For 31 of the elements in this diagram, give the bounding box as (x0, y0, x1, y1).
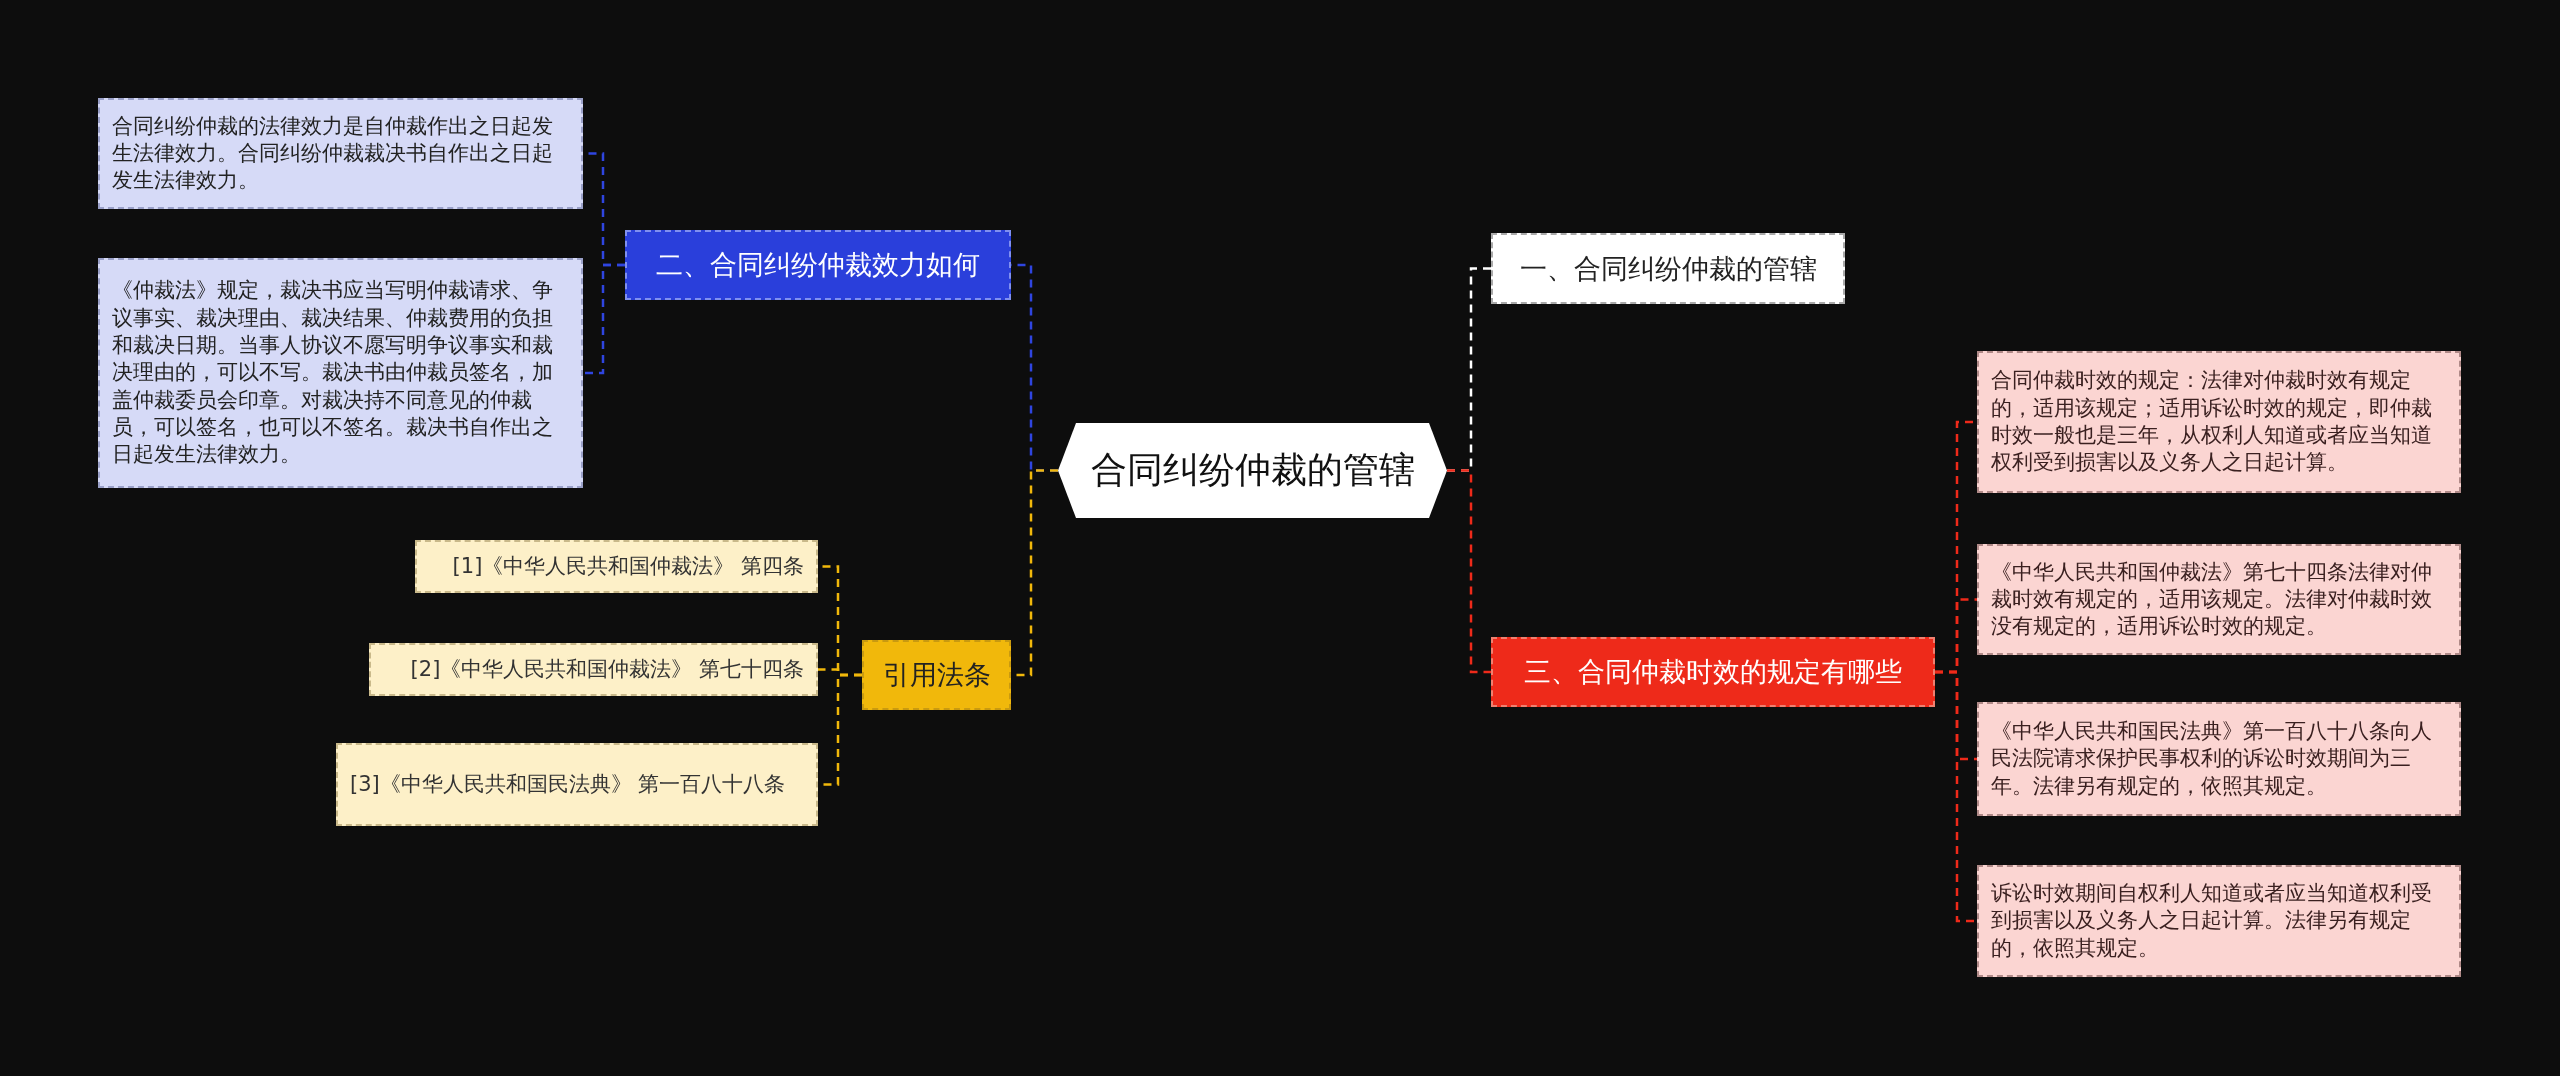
node-text: 合同纠纷仲裁的法律效力是自仲裁作出之日起发生法律效力。合同纠纷仲裁裁决书自作出之日起发生法律效力。 (112, 112, 554, 195)
reference-card (336, 743, 818, 826)
node-text: 引用法条 (882, 658, 991, 693)
note-card (1977, 865, 2461, 977)
branch-topic (625, 230, 1011, 300)
node-text: 二、合同纠纷仲裁效力如何 (656, 248, 980, 283)
note-card (1977, 702, 2461, 816)
connector (583, 263, 625, 375)
node-text: [2]《中华人民共和国仲裁法》 第七十四条 (410, 655, 804, 683)
node-text: [1]《中华人民共和国仲裁法》 第四条 (452, 552, 804, 580)
node-text: 《中华人民共和国仲裁法》第七十四条法律对仲裁时效有规定的，适用该规定。法律对仲裁时效没有规定的，适用诉讼时效的规定。 (1991, 558, 2433, 641)
branch-topic (1491, 233, 1845, 304)
node-text: 《仲裁法》规定，裁决书应当写明仲裁请求、争议事实、裁决理由、裁决结果、仲裁费用的负担和裁决日期。当事人协议不愿写明争议事实和裁决理由的，可以不写。裁决书由仲裁员签名，加盖仲裁委员会印章。对裁决持不同意见的仲裁员，可以签名，也可以不签名。裁决书自作出之日起发生法律效力。 (112, 277, 554, 469)
central-topic (1058, 423, 1447, 518)
node-text: 三、合同仲裁时效的规定有哪些 (1524, 655, 1902, 690)
node-text: 《中华人民共和国民法典》第一百八十八条向人民法院请求保护民事权利的诉讼时效期间为三年。法律另有规定的，依照其规定。 (1991, 718, 2433, 800)
connector (1935, 670, 1977, 923)
branch-topic (862, 640, 1011, 710)
node-text: 合同仲裁时效的规定：法律对仲裁时效有规定的，适用该规定；适用诉讼时效的规定，即仲裁时效一般也是三年，从权利人知道或者应当知道权利受到损害以及义务人之日起计算。 (1991, 367, 2433, 477)
connector (1447, 469, 1491, 674)
note-card (98, 258, 583, 488)
note-card (1977, 544, 2461, 655)
node-text: 一、合同纠纷仲裁的管辖 (1519, 251, 1817, 286)
branch-topic (1491, 637, 1935, 707)
note-card (1977, 351, 2461, 493)
node-text: [3]《中华人民共和国民法典》 第一百八十八条 (350, 770, 786, 798)
reference-card (369, 643, 818, 696)
reference-card (415, 540, 818, 593)
node-text: 诉讼时效期间自权利人知道或者应当知道权利受到损害以及义务人之日起计算。法律另有规定的，依照其规定。 (1991, 880, 2433, 962)
note-card (98, 98, 583, 209)
node-text: 合同纠纷仲裁的管辖 (1090, 448, 1415, 493)
